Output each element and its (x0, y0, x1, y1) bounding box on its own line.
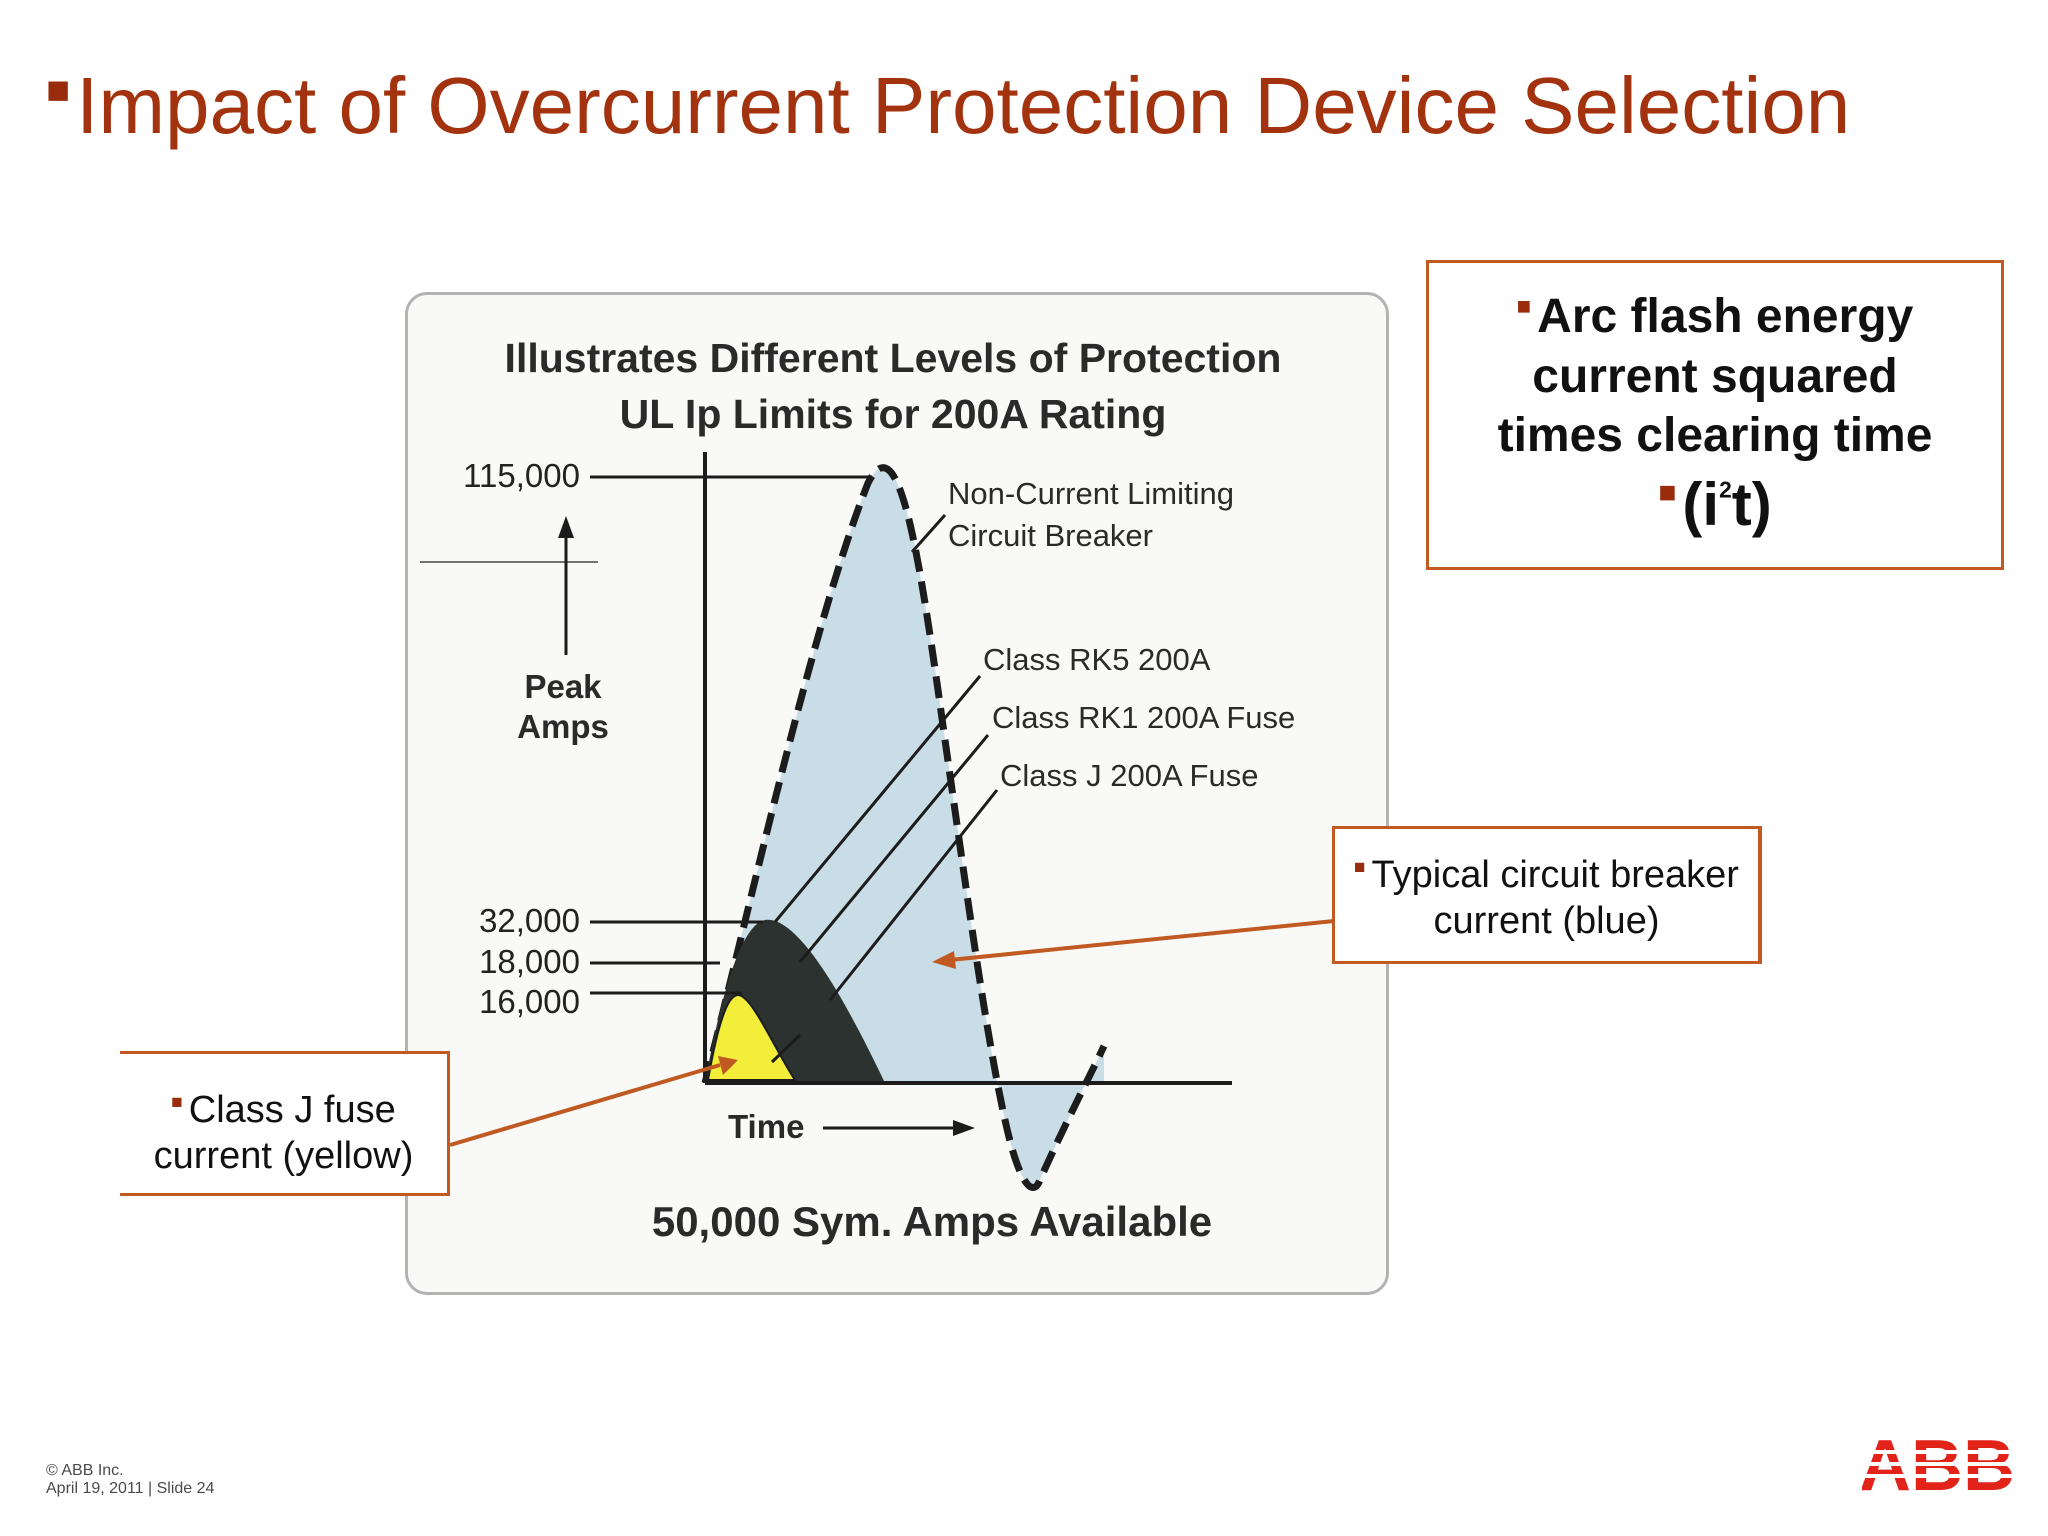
x-axis-arrow-icon (953, 1120, 975, 1136)
tick-label-16000: 16,000 (479, 983, 580, 1020)
tick-label-32000: 32,000 (479, 902, 580, 939)
breaker-current-curve (701, 464, 1108, 1191)
breaker-label-line1: Non-Current Limiting (948, 476, 1234, 511)
classj-small-leader (770, 1033, 802, 1064)
classj-label: Class J 200A Fuse (1000, 758, 1258, 793)
bullet-icon: ■ (1354, 856, 1366, 878)
bullet-icon: ■ (46, 68, 71, 112)
fuse-current-callout: ■Class J fuse current (yellow) (120, 1051, 450, 1196)
footer-copyright: © ABB Inc. (46, 1462, 124, 1479)
rk5-label: Class RK5 200A (983, 642, 1211, 677)
tick-label-115000: 115,000 (463, 457, 580, 494)
arc-flash-formula: ■(i2t) (1658, 470, 1772, 538)
y-axis-arrow-icon (558, 516, 574, 538)
abb-logo-stripe (1862, 1450, 2012, 1454)
y-axis-label-line1: Peak (524, 668, 602, 705)
y-axis-label-line2: Amps (517, 708, 609, 745)
breaker-current-callout: ■Typical circuit breaker current (blue) (1332, 826, 1762, 964)
x-axis-label: Time (728, 1108, 804, 1145)
arc-flash-callout: ■Arc flash energy current squared times … (1426, 260, 2004, 570)
bullet-icon: ■ (1516, 293, 1532, 320)
slide-title-text: Impact of Overcurrent Protection Device … (76, 61, 1851, 150)
breaker-label-line2: Circuit Breaker (948, 518, 1153, 553)
bullet-icon: ■ (171, 1091, 183, 1113)
fuse-callout-line1: ■Class J fuse (171, 1089, 396, 1131)
tick-label-18000: 18,000 (479, 943, 580, 980)
fuse-callout-line2: current (yellow) (153, 1134, 414, 1177)
classj-label-leader (828, 789, 999, 1001)
arc-flash-line3: times clearing time (1497, 409, 1933, 463)
figure-caption: 50,000 Sym. Amps Available (652, 1198, 1212, 1245)
breaker-callout-arrowhead-icon (932, 951, 956, 969)
breaker-label-leader (910, 514, 947, 553)
fuse-callout-arrow (449, 1063, 721, 1147)
breaker-callout-arrow (949, 919, 1335, 962)
abb-logo: ABB (1862, 1430, 2012, 1500)
arc-flash-line2: current squared (1532, 349, 1898, 403)
figure-title-line2: UL Ip Limits for 200A Rating (620, 391, 1167, 437)
abb-logo-stripe (1862, 1462, 2012, 1466)
breaker-callout-line1: ■Typical circuit breaker (1354, 854, 1739, 896)
rk5-label-leader (773, 675, 982, 923)
rk1-label: Class RK1 200A Fuse (992, 700, 1295, 735)
arc-flash-line1: ■Arc flash energy (1516, 290, 1914, 343)
fuse-callout-arrowhead-icon (718, 1056, 738, 1075)
abb-logo-stripe (1862, 1474, 2012, 1478)
footer-date-slide: April 19, 2011 | Slide 24 (46, 1480, 215, 1497)
slide-title: ■Impact of Overcurrent Protection Device… (46, 58, 1850, 154)
rk1-label-leader (798, 734, 990, 963)
bullet-icon: ■ (1658, 476, 1677, 510)
figure-title-line1: Illustrates Different Levels of Protecti… (505, 335, 1282, 381)
breaker-callout-line2: current (blue) (1433, 899, 1660, 942)
